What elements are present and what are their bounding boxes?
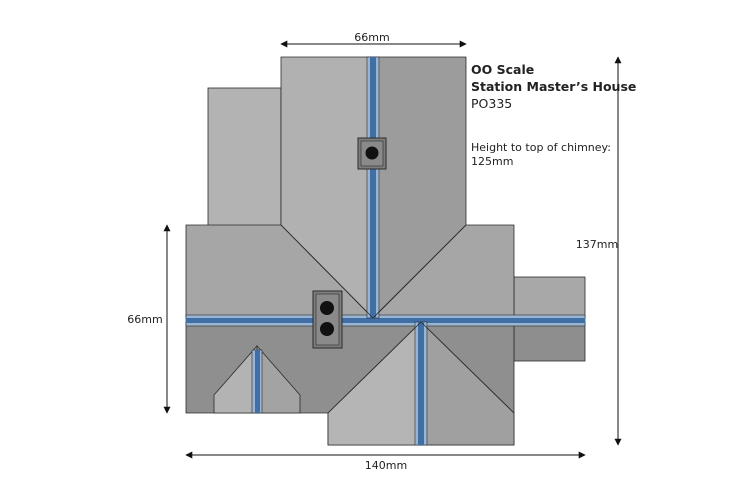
chimney-pot-icon xyxy=(320,301,334,315)
chimney-pot-icon xyxy=(320,322,334,336)
chimney-double xyxy=(312,290,343,349)
main-ridge-core xyxy=(186,318,585,323)
front-left-gable-ridge-core xyxy=(255,350,260,413)
bottom-width-label: 140mm xyxy=(365,459,407,472)
chimney-pot-icon xyxy=(365,146,379,160)
title-product-code: PO335 xyxy=(471,96,512,111)
title-scale: OO Scale xyxy=(471,62,534,77)
back-left-wing-roof xyxy=(207,87,282,227)
left-height-label: 66mm xyxy=(127,313,162,326)
rear-gable-ridge-core xyxy=(370,57,376,318)
chimney-single xyxy=(357,137,387,170)
top-width-label: 66mm xyxy=(354,31,389,44)
height-note-value: 125mm xyxy=(471,155,513,168)
right-annex-roof-top xyxy=(513,276,586,319)
front-center-ridge-core xyxy=(418,322,424,445)
title-product-name: Station Master’s House xyxy=(471,79,636,94)
right-annex-roof-bottom xyxy=(513,321,586,362)
right-height-label: 137mm xyxy=(576,238,618,251)
height-note-label: Height to top of chimney: xyxy=(471,141,611,154)
